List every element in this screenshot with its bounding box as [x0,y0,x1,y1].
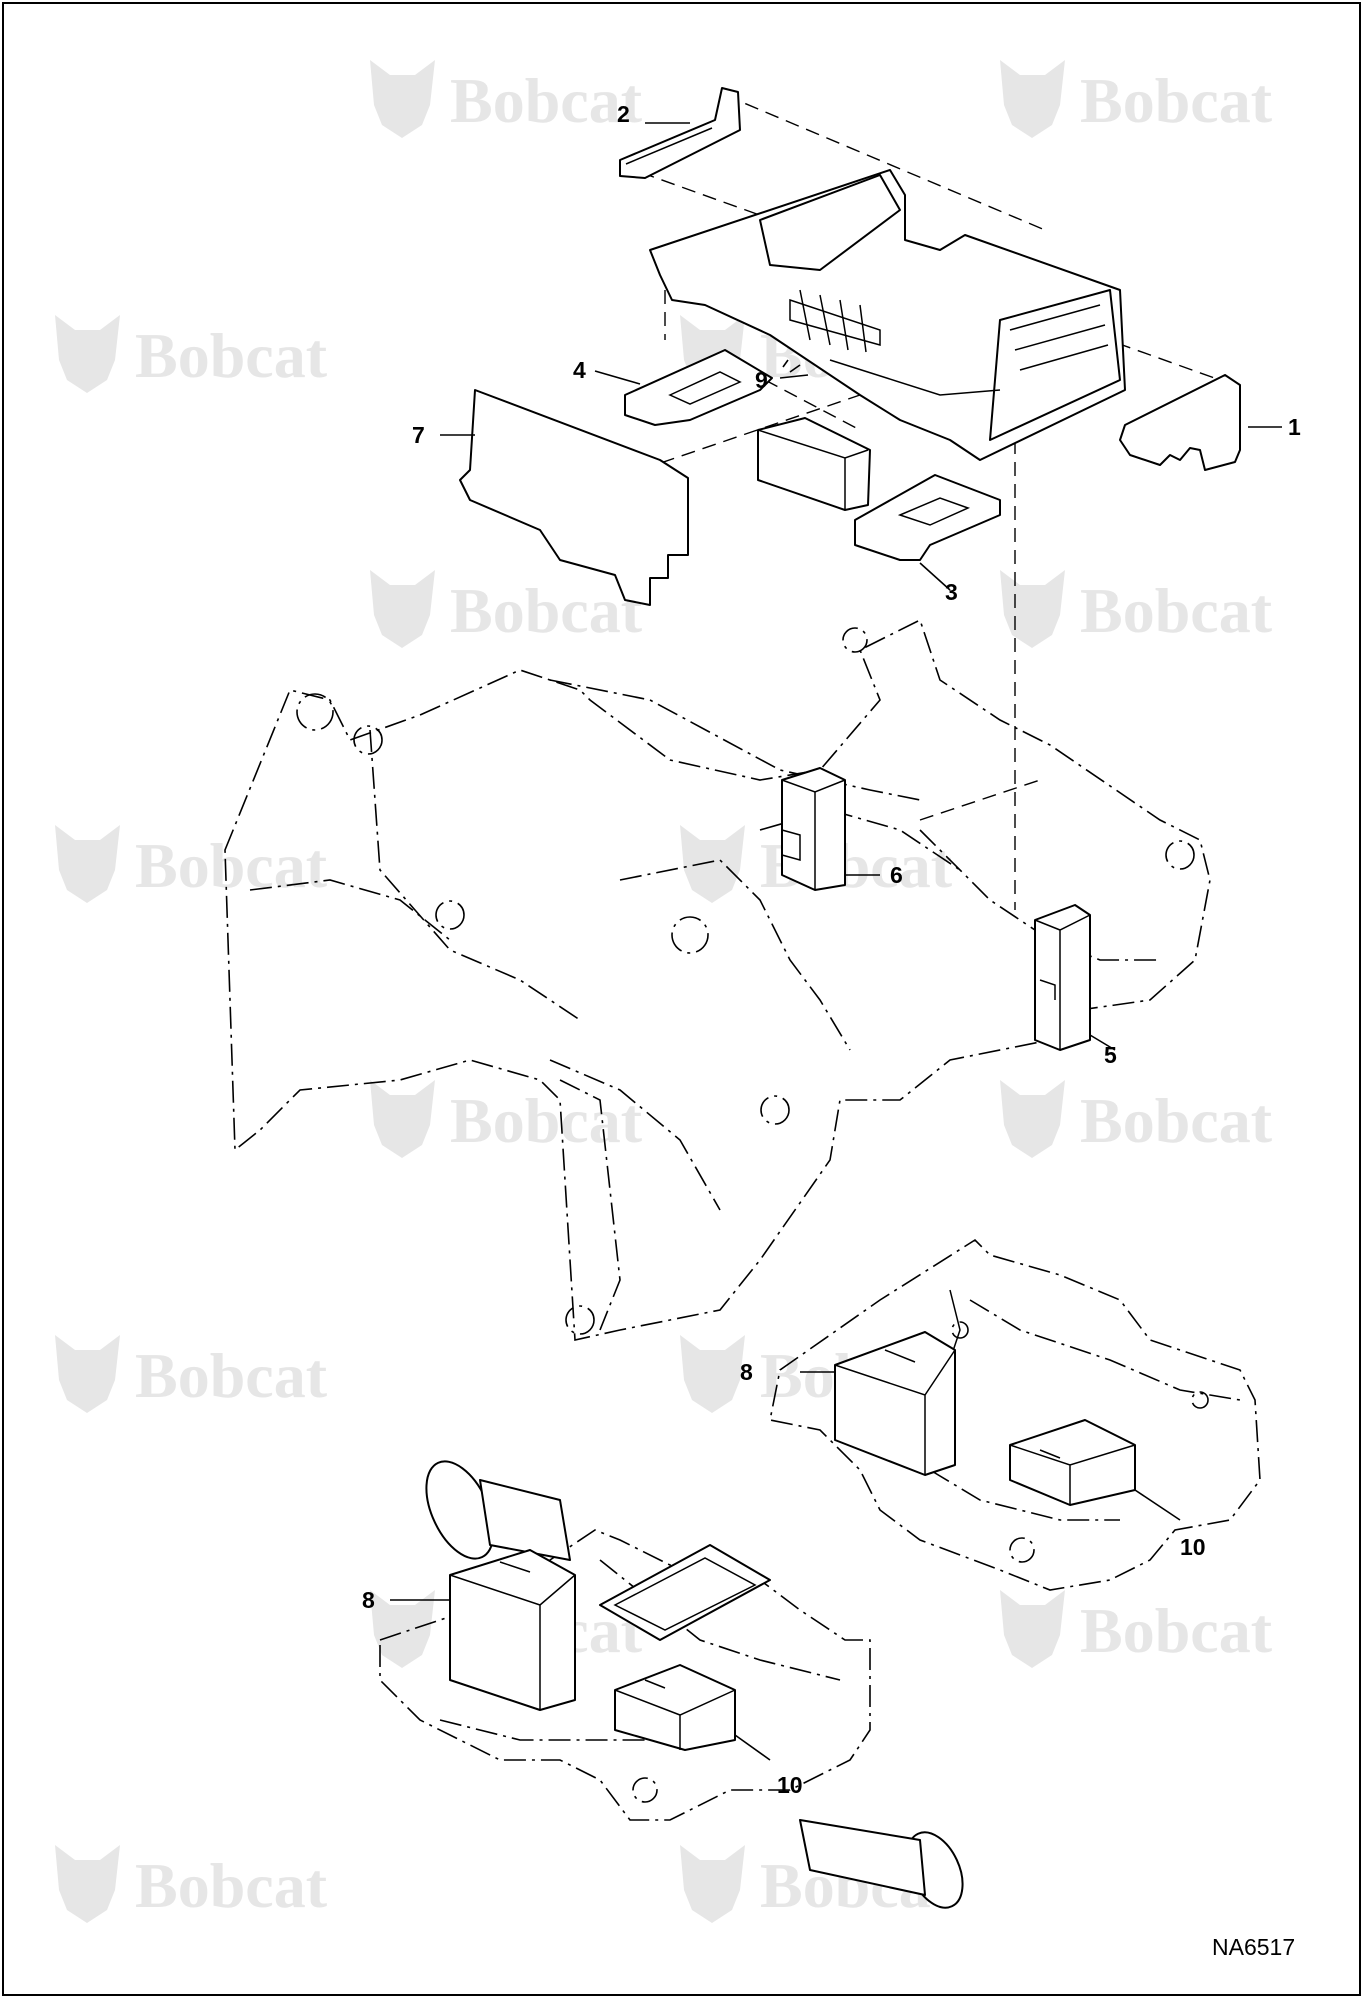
bobcat-watermark: Bobcat [55,1845,328,1923]
callout-10b: 10 [777,1772,803,1798]
bobcat-logo-icon [680,1335,745,1413]
callout-3: 3 [945,579,958,605]
bobcat-watermark: Bobcat [55,1335,328,1413]
bobcat-logo-icon [370,1590,435,1668]
callout-5: 5 [1104,1042,1117,1068]
part-7-panel [459,389,689,606]
part-1-end-panel [1119,374,1241,471]
callout-8b: 8 [362,1587,375,1613]
bobcat-logo-icon [680,1845,745,1923]
bobcat-logo-icon [55,825,120,903]
part-5-block [1034,904,1091,1051]
bobcat-watermark: Bobcat [370,60,643,138]
sub-frame-right-blocks [834,1331,1136,1506]
watermark-text: Bobcat [135,830,328,901]
main-frame-phantom [224,618,1211,1341]
watermark-text: Bobcat [1080,65,1273,136]
bobcat-watermark: Bobcat [1000,60,1273,138]
main-frame-pivots [296,627,1195,1335]
callout-2: 2 [617,101,630,127]
callout-10a: 10 [1180,1534,1206,1560]
callout-7: 7 [412,422,425,448]
watermark-text: Bobcat [135,320,328,391]
callout-6: 6 [890,862,903,888]
bobcat-watermark: Bobcat [1000,1590,1273,1668]
watermark-text: Bobcat [1080,1085,1273,1156]
watermark-text: Bobcat [135,1850,328,1921]
cover-plate [599,1544,771,1641]
sub-frame-left-blocks [449,1549,736,1751]
bobcat-logo-icon [370,1080,435,1158]
part-6-block [781,767,846,891]
callout-8a: 8 [740,1359,753,1385]
bobcat-logo-icon [1000,60,1065,138]
watermark-text: Bobcat [1080,575,1273,646]
part-9-block [757,417,871,511]
bobcat-watermark: Bobcat [370,570,643,648]
bobcat-watermark: Bobcat [1000,570,1273,648]
watermark-text: Bobcat [450,65,643,136]
axle-left [425,1460,964,1909]
bobcat-watermark: Bobcat [370,1080,643,1158]
part-4-tray [624,349,773,426]
drawing-id: NA6517 [1212,1934,1295,1960]
console-assembly [649,169,1126,461]
bobcat-watermark: Bobcat [55,315,328,393]
bobcat-watermark: Bobcat [55,825,328,903]
bobcat-logo-icon [370,60,435,138]
watermark-text: Bobcat [1080,1595,1273,1666]
bobcat-logo-icon [55,1845,120,1923]
bobcat-logo-icon [370,570,435,648]
bobcat-logo-icon [680,825,745,903]
watermark-text: Bobcat [450,1085,643,1156]
bobcat-logo-icon [1000,1590,1065,1668]
watermark-text: Bobcat [135,1340,328,1411]
bobcat-logo-icon [1000,1080,1065,1158]
watermark-text: Bobcat [450,575,643,646]
bobcat-watermark: Bobcat [1000,1080,1273,1158]
callout-9: 9 [755,367,768,393]
bobcat-logo-icon [55,1335,120,1413]
bobcat-logo-icon [1000,570,1065,648]
part-3-bracket [854,474,1001,561]
bobcat-logo-icon [55,315,120,393]
callout-labels: 2 1 4 7 9 3 6 5 8 8 10 10 [362,101,1301,1798]
leader-lines [390,122,1282,1761]
callout-4: 4 [573,357,586,383]
part-2-panel [619,87,741,179]
callout-1: 1 [1288,414,1301,440]
